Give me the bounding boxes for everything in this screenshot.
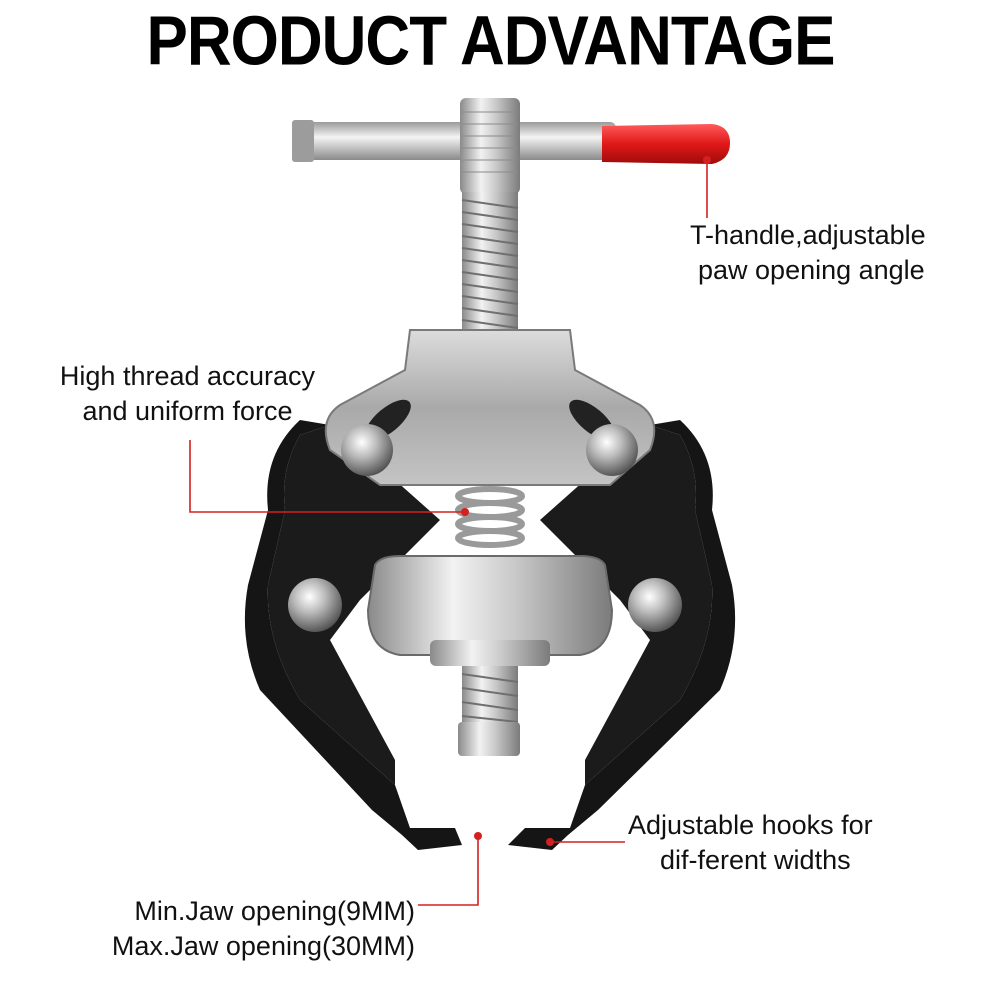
callout-leaders [189,160,708,906]
callout-thread-line2: and uniform force [82,396,293,426]
callout-t-handle-line2: paw opening angle [698,255,925,285]
left-jaw [244,420,462,850]
top-plate [324,329,656,486]
lower-right-pivot-ball [628,578,682,632]
right-jaw-body [540,425,713,785]
center-nut-block [366,555,614,656]
jaw-leader-line [418,838,479,906]
lower-left-pivot-ball [288,578,342,632]
nut-collar [430,640,550,666]
right-jaw [508,420,736,850]
callout-t-handle-line1: T-handle,adjustable [690,220,926,250]
threaded-screw [461,192,519,352]
thread-leader-dot [461,508,469,516]
spring [455,486,525,548]
left-jaw-body [267,425,440,785]
callout-thread: High thread accuracy and uniform force [45,359,330,429]
callout-hooks-line1: Adjustable hooks for [628,810,873,840]
t-handle [292,98,730,194]
red-grip [602,124,730,164]
lower-screw [458,666,520,756]
callout-hooks: Adjustable hooks for dif-ferent widths [628,808,873,878]
t-handle-leader-dot [703,156,711,164]
callout-thread-line1: High thread accuracy [59,361,316,391]
callout-t-handle: T-handle,adjustable paw opening angle [690,218,926,288]
t-handle-knurled-hub [460,98,520,194]
t-handle-end-cap [292,120,314,162]
callout-jaw-max: Max.Jaw opening(30MM) [111,931,415,961]
thread-leader-line [189,440,462,513]
jaw-leader-dot [474,832,482,840]
t-handle-bar [296,122,616,160]
top-right-pivot-ball [586,424,638,476]
screw-tip [458,722,520,756]
top-left-pivot-ball [341,424,393,476]
callout-jaw-min: Min.Jaw opening(9MM) [134,896,415,926]
callout-jaw-opening: Min.Jaw opening(9MM) Max.Jaw opening(30M… [85,894,415,964]
hooks-leader-dot [546,838,554,846]
page-title: PRODUCT ADVANTAGE [146,3,836,81]
callout-hooks-line2: dif-ferent widths [660,845,851,875]
